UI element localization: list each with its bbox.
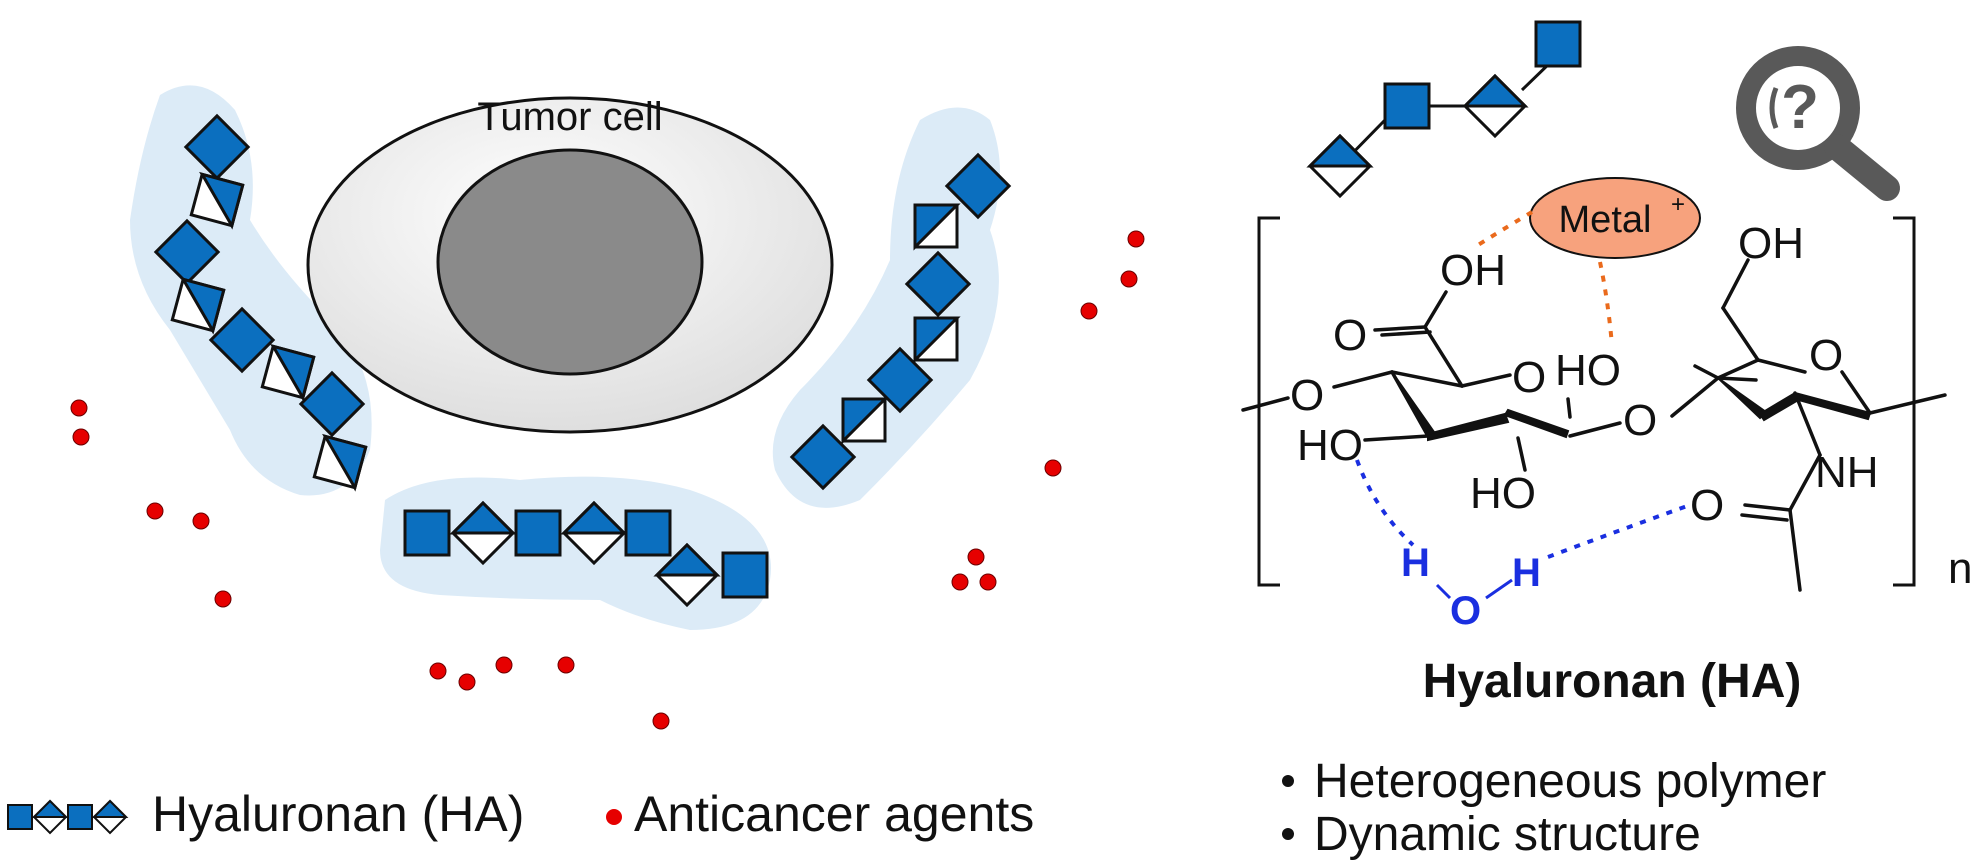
legend-ha-label: Hyaluronan (HA) [152, 786, 524, 842]
legend-ha-symbol [7, 799, 129, 835]
ha-chain-right [789, 152, 1012, 491]
water-o: O [1450, 589, 1481, 633]
atom-labels: OH OH O O HO O O HO O NH HO O n [1290, 219, 1972, 593]
structure-title: Hyaluronan (HA) [1423, 655, 1802, 708]
atom-ho-left: HO [1297, 421, 1363, 470]
property-bullets: Heterogeneous polymer Dynamic structure [1282, 755, 1826, 861]
hydrogen-bonds [1355, 459, 1691, 559]
repeat-n: n [1948, 544, 1972, 593]
legend-agent-dot [606, 809, 622, 825]
legend: Hyaluronan (HA) Anticancer agents [7, 786, 1034, 842]
tumor-cell: Tumor cell [306, 95, 834, 434]
svg-text:Metal: Metal [1559, 199, 1652, 241]
atom-oh-top-right: OH [1738, 219, 1804, 268]
ha-chain-bottom [403, 500, 769, 608]
atom-o-amide: O [1690, 481, 1724, 530]
atom-ho-bottom: HO [1470, 469, 1536, 518]
tumor-cell-label: Tumor cell [477, 95, 662, 139]
water-h-right: H [1512, 551, 1541, 595]
metal-coordination-bonds [1476, 210, 1614, 346]
water-h-left: H [1401, 541, 1430, 585]
anticancer-agents [70, 230, 1145, 730]
metal-ion: Metal + [1529, 177, 1701, 259]
bullet-heterogeneous: Heterogeneous polymer [1314, 755, 1826, 808]
bullet-dot [1282, 828, 1294, 840]
bullet-dynamic: Dynamic structure [1314, 808, 1701, 861]
atom-o-chain-left: O [1290, 371, 1324, 420]
metal-label: Metal [1559, 199, 1652, 241]
svg-text:?: ? [1781, 73, 1819, 142]
atom-o-glycosidic: O [1623, 396, 1657, 445]
ha-chain-left [153, 113, 368, 492]
atom-nh: NH [1815, 448, 1879, 497]
atom-o-ring-left: O [1512, 353, 1546, 402]
bond-wedges [1391, 371, 1872, 442]
cell-nucleus [436, 148, 704, 376]
water-molecule: H O H [1401, 541, 1541, 633]
atom-o-ring-right: O [1809, 331, 1843, 380]
atom-o-carbonyl: O [1333, 311, 1367, 360]
ha-structure: OH OH O O HO O O HO O NH HO O n H O H [1241, 177, 1972, 708]
bullet-dot [1282, 775, 1294, 787]
atom-ho-ring: HO [1555, 346, 1621, 395]
ha-glyph-chain-top [1306, 20, 1582, 199]
atom-oh-top-left: OH [1440, 246, 1506, 295]
metal-charge: + [1671, 191, 1685, 218]
magnifier-question-icon: ? [1736, 46, 1900, 201]
legend-agent-label: Anticancer agents [634, 786, 1034, 842]
